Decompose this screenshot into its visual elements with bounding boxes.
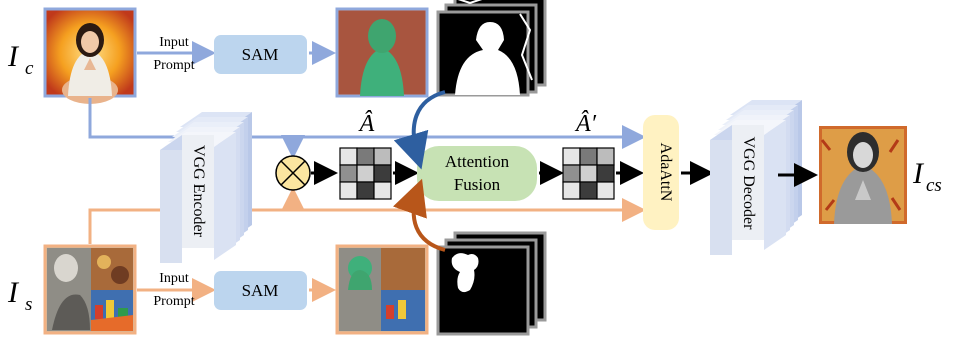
style-image-label: I s [7,276,32,315]
sam-label-bottom: SAM [242,281,279,300]
svg-text:cs: cs [926,175,942,196]
sam-box-bottom [214,271,307,310]
svg-text:VGG Decoder: VGG Decoder [740,137,757,231]
arrow-style-feature [88,198,646,244]
svg-text:Prompt: Prompt [153,294,194,309]
svg-text:VGG Encoder: VGG Encoder [190,145,207,238]
svg-text:c: c [25,58,34,79]
vgg-decoder: VGG Decoder [710,100,802,255]
input-prompt-top: Input Prompt [153,35,194,73]
adaattn-box [643,115,679,230]
segmented-content-image [335,7,429,98]
style-image [43,244,137,335]
sam-label-top: SAM [242,45,279,64]
attention-fusion-box [417,146,537,201]
arrow-content-mask-to-fusion [393,90,446,170]
content-mask-stack [436,0,547,97]
output-image [819,126,907,224]
svg-text:Prompt: Prompt [153,58,194,73]
svg-text:Attention: Attention [445,152,510,171]
svg-text:Input: Input [159,35,189,50]
content-image [43,7,137,104]
a-hat-prime-label: Â′ [574,111,597,137]
input-prompt-bottom: Input Prompt [153,271,194,309]
style-mask-stack [436,231,547,336]
attention-map-a-prime [562,147,615,200]
content-image-label: I c [7,40,34,79]
adaattn-label: AdaAttN [657,143,674,202]
arrow-style-mask-to-fusion [392,178,446,252]
svg-text:Fusion: Fusion [454,175,501,194]
a-hat-label: Â [358,111,375,137]
arrow-content-feature [88,98,646,149]
output-image-label: I cs [912,157,942,196]
svg-text:I: I [7,40,20,73]
attention-map-a [339,147,392,200]
sam-box-top [214,35,307,74]
multiply-operator [275,155,311,191]
svg-text:I: I [7,276,20,309]
svg-text:s: s [25,294,32,315]
attention-fusion-label: Attention Fusion [445,152,510,194]
svg-text:Input: Input [159,271,189,286]
svg-text:I: I [912,157,925,190]
vgg-encoder: VGG Encoder [160,112,252,263]
segmented-style-image [335,244,429,335]
